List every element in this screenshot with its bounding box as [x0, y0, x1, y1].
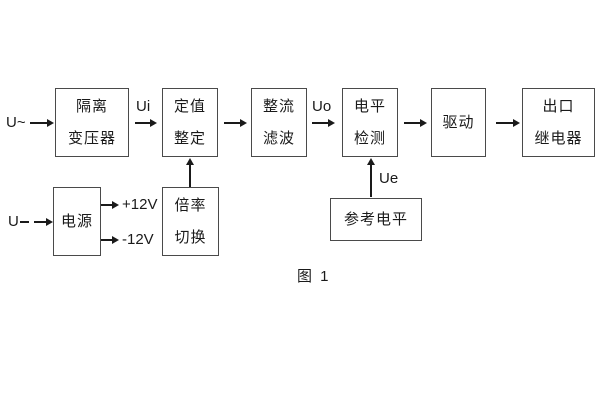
- arrow-minus-12v-icon: [101, 236, 119, 244]
- block-label: 整流: [262, 98, 295, 115]
- label-ue: Ue: [379, 170, 399, 187]
- block-label: 变压器: [67, 130, 116, 147]
- dc-input-dash: [20, 221, 29, 223]
- arrow-rectifier-to-level-icon: [312, 119, 335, 127]
- label-minus-12v: -12V: [122, 231, 154, 248]
- arrow-ue-to-level-icon: [367, 158, 375, 197]
- arrow-transformer-to-setting-icon: [135, 119, 157, 127]
- arrow-drive-to-relay-icon: [496, 119, 520, 127]
- block-label: 滤波: [262, 130, 295, 147]
- block-rectifier-filter: 整流 滤波: [251, 88, 307, 157]
- block-drive: 驱动: [431, 88, 486, 157]
- block-multiplier-switch: 倍率 切换: [162, 187, 219, 256]
- block-label: 参考电平: [343, 211, 408, 228]
- block-label: 继电器: [534, 130, 583, 147]
- arrow-plus-12v-icon: [101, 201, 119, 209]
- block-label: 隔离: [75, 98, 108, 115]
- label-uo: Uo: [312, 98, 332, 115]
- block-output-relay: 出口 继电器: [522, 88, 595, 157]
- block-label: 倍率: [174, 197, 207, 214]
- label-ui: Ui: [136, 98, 151, 115]
- block-label: 电源: [60, 213, 93, 230]
- block-level-detect: 电平 检测: [342, 88, 398, 157]
- block-label: 切换: [174, 229, 207, 246]
- block-label: 出口: [542, 98, 575, 115]
- label-plus-12v: +12V: [122, 196, 158, 213]
- block-isolation-transformer: 隔离 变压器: [55, 88, 129, 157]
- block-label: 检测: [353, 130, 386, 147]
- block-label: 定值: [173, 98, 206, 115]
- figure-caption: 图 1: [297, 268, 331, 285]
- block-label: 驱动: [442, 114, 475, 131]
- arrow-dc-input-icon: [34, 218, 53, 226]
- arrow-ac-input-icon: [30, 119, 54, 127]
- block-label: 电平: [353, 98, 386, 115]
- block-power-supply: 电源: [53, 187, 101, 256]
- label-ac-input: U~: [6, 114, 26, 131]
- block-setting-adjust: 定值 整定: [162, 88, 218, 157]
- block-reference-level: 参考电平: [330, 198, 422, 241]
- label-dc-input: U: [8, 213, 19, 230]
- arrow-setting-to-rectifier-icon: [224, 119, 247, 127]
- arrow-multiplier-to-setting-icon: [186, 158, 194, 187]
- block-label: 整定: [173, 130, 206, 147]
- arrow-level-to-drive-icon: [404, 119, 427, 127]
